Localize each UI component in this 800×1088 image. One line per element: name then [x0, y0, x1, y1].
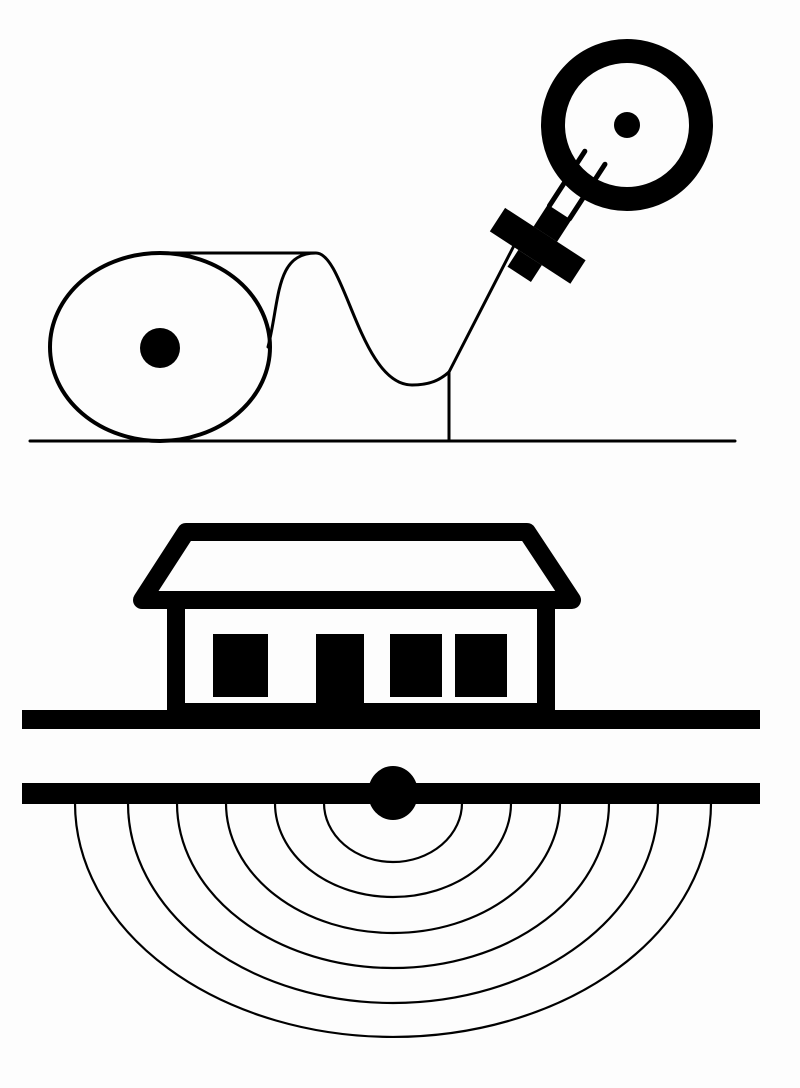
house-window-left: [213, 634, 268, 697]
wave-arc-3: [224, 802, 562, 935]
underground-signal-scene: [22, 766, 760, 1039]
applicator-disk-center: [614, 112, 640, 138]
roll-and-applicator-scene: [28, 39, 737, 443]
signal-source-dot: [368, 766, 418, 820]
wave-arc-1: [322, 802, 464, 864]
applicator-disk: [541, 39, 713, 211]
wave-arc-2: [273, 802, 513, 899]
applicator-arm: [447, 228, 524, 374]
ground-surface-bar: [22, 710, 760, 729]
wave-arc-4: [175, 802, 611, 970]
signal-wave-arcs: [73, 802, 713, 1039]
house-roof: [133, 523, 581, 609]
house-door: [316, 634, 364, 714]
roll-axle-dot: [140, 328, 180, 368]
house-window-middle: [390, 634, 442, 697]
unrolled-sheet-line: [158, 251, 451, 387]
house-window-right: [455, 634, 507, 697]
house-scene: [22, 523, 760, 729]
wave-arc-6: [73, 802, 713, 1039]
wave-arc-5: [126, 802, 660, 1005]
